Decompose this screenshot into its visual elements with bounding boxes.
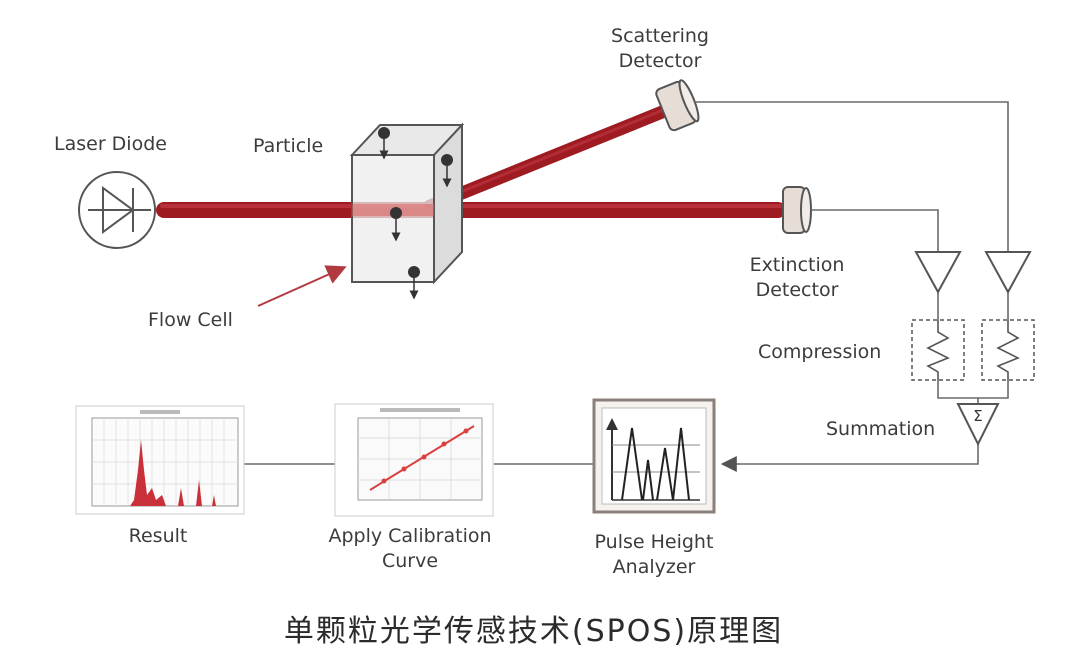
laser-diode-icon — [78, 171, 156, 249]
amplifier-icon — [914, 251, 1032, 295]
laser-beam — [156, 202, 786, 218]
compression-icon — [911, 319, 1035, 381]
result-label: Result — [129, 525, 188, 547]
signal-wires — [244, 101, 1009, 472]
summation-symbol: Σ — [973, 407, 982, 425]
flow-cell-pointer-arrow — [257, 265, 347, 307]
extinction-detector-label-line2: Detector — [756, 279, 839, 301]
pulse-height-analyzer-label-line2: Analyzer — [613, 556, 696, 578]
compression-label: Compression — [758, 341, 881, 363]
laser-diode-label: Laser Diode — [54, 133, 167, 155]
summation-icon: Σ — [956, 403, 1000, 447]
pulse-height-analyzer-label-line1: Pulse Height — [595, 531, 714, 553]
scattering-detector-icon — [655, 79, 700, 132]
flow-cell — [349, 122, 465, 285]
pulse-height-analyzer-icon — [592, 398, 716, 514]
extinction-detector-icon — [782, 186, 812, 234]
scattering-detector-label-line1: Scattering — [611, 25, 709, 47]
extinction-detector-label-line1: Extinction — [750, 254, 845, 276]
scattering-detector-label-line2: Detector — [619, 50, 702, 72]
particles — [378, 127, 453, 300]
summation-label: Summation — [826, 418, 935, 440]
diagram-caption: 单颗粒光学传感技术(SPOS)原理图 — [283, 614, 784, 649]
calibration-curve-thumbnail — [334, 403, 494, 517]
flow-cell-label: Flow Cell — [148, 309, 233, 331]
scattered-beam — [423, 101, 679, 213]
apply-calibration-label-line2: Curve — [382, 550, 438, 572]
result-histogram-thumbnail — [75, 405, 245, 515]
apply-calibration-label-line1: Apply Calibration — [328, 525, 491, 547]
particle-label: Particle — [253, 135, 323, 157]
